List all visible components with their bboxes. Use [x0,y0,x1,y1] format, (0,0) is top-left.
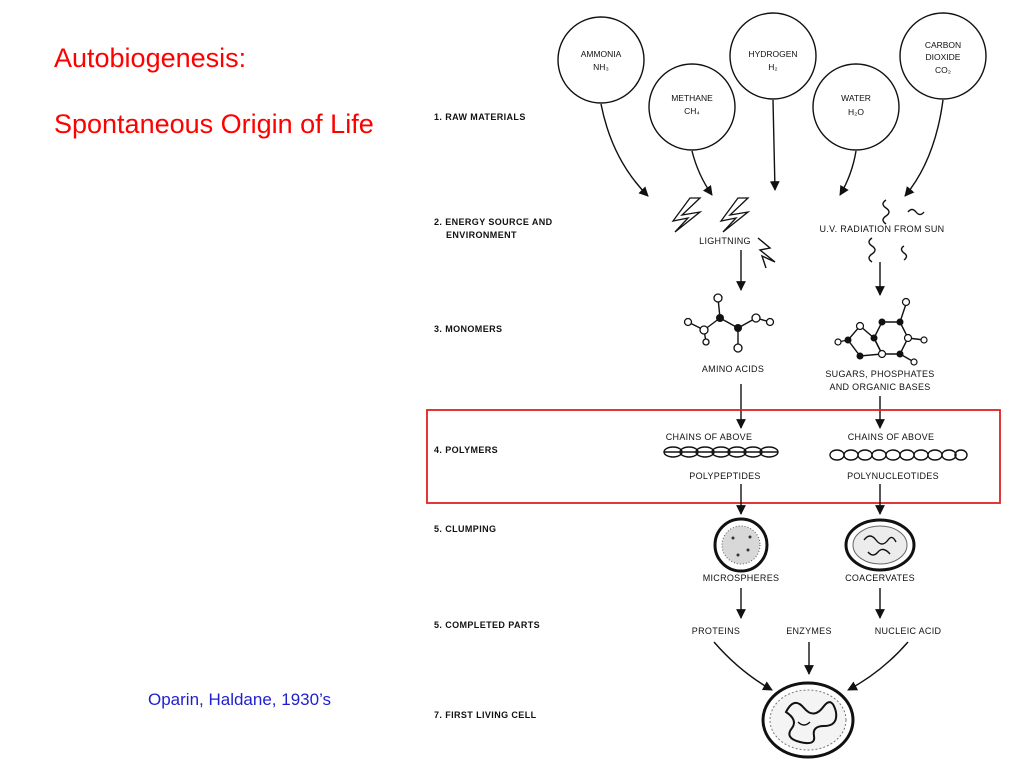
arrow-ammonia [600,103,649,197]
hydrogen-formula: H₂ [768,62,777,72]
amino-acid-molecule-icon [683,293,775,353]
stage-raw-materials: 1. RAW MATERIALS [434,112,526,122]
ammonia-formula: NH₃ [593,62,609,72]
lightning-icon [671,197,776,269]
carbon-dioxide-formula: CO₂ [935,65,951,75]
slide-title: Autobiogenesis: [54,43,247,73]
enzymes-label: ENZYMES [786,626,832,636]
carbon-label: CARBON [925,40,961,50]
microsphere-icon [713,517,769,573]
arrow-hydrogen [769,99,780,191]
water-formula: H₂O [848,107,864,117]
nucleotide-molecule-icon [834,297,928,366]
polynucleotide-chain-icon [829,449,968,461]
arrow-carbon-dioxide [904,99,944,197]
amino-acids-label: AMINO ACIDS [702,364,764,374]
uv-radiation-icon [868,199,925,263]
ammonia-label: AMMONIA [581,49,622,59]
carbon-dioxide-circle: CARBON DIOXIDE CO₂ [899,12,987,100]
microspheres-label: MICROSPHERES [703,573,780,583]
hydrogen-circle: HYDROGEN H₂ [729,12,817,100]
coacervates-label: COACERVATES [845,573,915,583]
stage-polymers: 4. POLYMERS [434,445,498,455]
water-circle: WATER H₂O [812,63,900,151]
methane-formula: CH₄ [684,106,700,116]
polypeptides-label: POLYPEPTIDES [689,471,760,481]
stage-energy-source: 2. ENERGY SOURCE AND [434,217,553,227]
citation: Oparin, Haldane, 1930’s [148,690,332,709]
hydrogen-label: HYDROGEN [748,49,797,59]
stage-first-living-cell: 7. FIRST LIVING CELL [434,710,537,720]
coacervate-icon [844,518,916,572]
polymers-highlight-box [426,409,1001,504]
uv-radiation-label: U.V. RADIATION FROM SUN [820,224,945,234]
slide-subtitle: Spontaneous Origin of Life [54,109,374,139]
arrow-water [839,150,857,196]
dioxide-label: DIOXIDE [926,52,961,62]
sugars-label-line2: AND ORGANIC BASES [829,382,930,392]
polynucleotides-label: POLYNUCLEOTIDES [847,471,939,481]
nucleic-acid-label: NUCLEIC ACID [875,626,942,636]
stage-completed-parts: 5. COMPLETED PARTS [434,620,540,630]
methane-circle: METHANE CH₄ [648,63,736,151]
arrow-nucleic-to-cell [847,641,909,691]
stage-monomers: 3. MONOMERS [434,324,502,334]
methane-label: METHANE [671,93,713,103]
living-cell-icon [761,681,855,759]
polypeptide-chain-icon [663,446,779,458]
arrow-methane [691,150,713,196]
sugars-label-line1: SUGARS, PHOSPHATES [825,369,934,379]
water-label: WATER [841,93,871,103]
ammonia-circle: AMMONIA NH₃ [557,16,645,104]
proteins-label: PROTEINS [692,626,740,636]
stage-clumping: 5. CLUMPING [434,524,496,534]
chains-label-left: CHAINS OF ABOVE [666,432,753,442]
lightning-label: LIGHTNING [699,236,751,246]
arrow-proteins-to-cell [713,641,773,691]
chains-label-right: CHAINS OF ABOVE [848,432,935,442]
stage-environment: ENVIRONMENT [446,230,517,240]
